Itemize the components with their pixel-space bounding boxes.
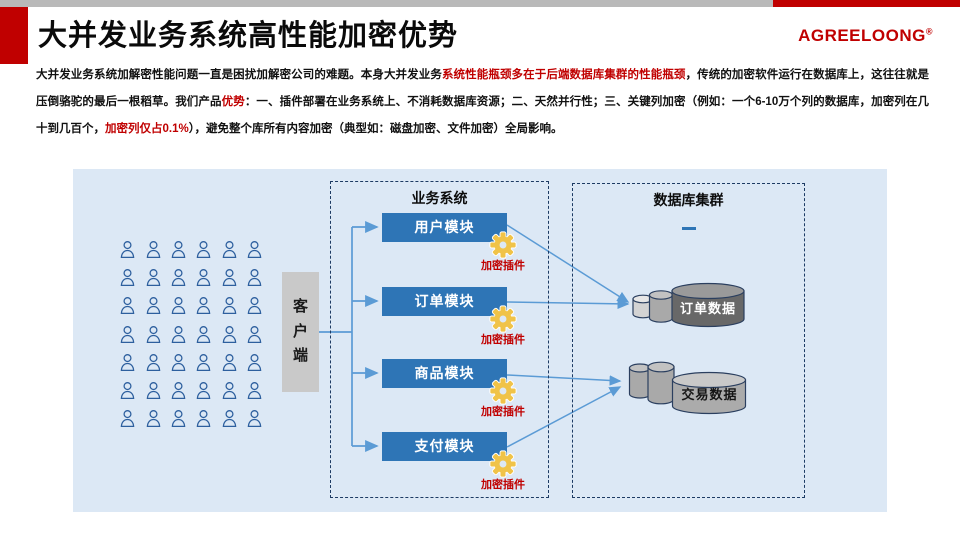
plugin-label: 加密插件 [481, 334, 525, 346]
person-icon [170, 381, 187, 400]
gear-icon [488, 304, 518, 334]
person-icon [246, 381, 263, 400]
person-icon [221, 325, 238, 344]
person-icon [246, 296, 263, 315]
client-box: 客户端 [282, 272, 319, 392]
person-icon [119, 268, 136, 287]
intro-highlight: 优势 [221, 96, 245, 108]
module-product: 商品模块 加密插件 [382, 359, 558, 431]
intro-text: ），避免整个库所有内容加密（典型如：磁盘加密、文件加密）全局影响。 [188, 123, 563, 135]
gear-icon [488, 449, 518, 479]
person-icon [195, 353, 212, 372]
person-icon [195, 296, 212, 315]
gear-icon [488, 376, 518, 406]
person-icon [221, 296, 238, 315]
person-icon [145, 240, 162, 259]
title-dash [681, 227, 696, 230]
person-icon [195, 268, 212, 287]
title-accent-square [0, 7, 28, 64]
db-label-order-data: 订单数据 [679, 301, 736, 316]
top-bar-gray [0, 0, 773, 7]
person-icon [170, 325, 187, 344]
business-system-box: 业务系统 [330, 181, 549, 498]
person-icon [170, 268, 187, 287]
module-user: 用户模块 加密插件 [382, 213, 558, 285]
users-grid [115, 238, 267, 435]
database-cluster-box: 数据库集群 [572, 183, 805, 498]
database-cluster-title: 数据库集群 [653, 192, 724, 208]
person-icon [145, 381, 162, 400]
person-icon [170, 240, 187, 259]
page-title: 大并发业务系统高性能加密优势 [38, 20, 459, 52]
person-icon [221, 268, 238, 287]
brand-logo-text: AGREELOONG [798, 26, 926, 45]
person-icon [119, 325, 136, 344]
intro-highlight: 加密列仅占0.1% [105, 123, 189, 135]
module-box-user: 用户模块 [382, 213, 507, 242]
plugin-label: 加密插件 [481, 479, 525, 491]
person-icon [221, 240, 238, 259]
person-icon [246, 325, 263, 344]
module-order: 订单模块 加密插件 [382, 287, 558, 359]
person-icon [170, 296, 187, 315]
top-bar-red-accent [773, 0, 960, 7]
module-payment: 支付模块 加密插件 [382, 432, 558, 504]
business-system-title: 业务系统 [411, 190, 468, 206]
intro-text: ：一、插件部署在业务系统上、不消耗数据库资源；二、天然并行性；三、关键列加密（例… [36, 96, 930, 135]
person-icon [170, 353, 187, 372]
person-icon [145, 409, 162, 428]
person-icon [145, 268, 162, 287]
module-box-payment: 支付模块 [382, 432, 507, 461]
plugin-label: 加密插件 [481, 406, 525, 418]
person-icon [221, 409, 238, 428]
person-icon [195, 381, 212, 400]
intro-text: ，传统的加密软件运行在数据库上，这往往就是压倒骆驼的最后一根稻草。我们产品 [36, 69, 930, 108]
person-icon [119, 381, 136, 400]
person-icon [221, 381, 238, 400]
intro-text: 大并发业务系统加解密性能问题一直是困扰加解密公司的难题。本身大并发业务 [36, 69, 442, 81]
person-icon [246, 353, 263, 372]
module-box-product: 商品模块 [382, 359, 507, 388]
person-icon [119, 409, 136, 428]
intro-paragraph: 大并发业务系统加解密性能问题一直是困扰加解密公司的难题。本身大并发业务系统性能瓶… [36, 62, 929, 143]
person-icon [170, 409, 187, 428]
person-icon [246, 268, 263, 287]
intro-highlight: 系统性能瓶颈多在于后端数据库集群的性能瓶颈 [441, 69, 686, 81]
person-icon [145, 353, 162, 372]
person-icon [195, 240, 212, 259]
person-icon [119, 353, 136, 372]
person-icon [145, 325, 162, 344]
person-icon [119, 240, 136, 259]
person-icon [195, 325, 212, 344]
module-box-order: 订单模块 [382, 287, 507, 316]
plugin-label: 加密插件 [481, 260, 525, 272]
person-icon [119, 296, 136, 315]
person-icon [195, 409, 212, 428]
registered-mark: ® [925, 26, 933, 37]
person-icon [145, 296, 162, 315]
brand-logo: AGREELOONG® [798, 26, 933, 46]
gear-icon [488, 230, 518, 260]
db-label-transaction-data: 交易数据 [681, 387, 738, 402]
client-label: 客户端 [292, 297, 308, 365]
person-icon [246, 240, 263, 259]
person-icon [246, 409, 263, 428]
person-icon [221, 353, 238, 372]
